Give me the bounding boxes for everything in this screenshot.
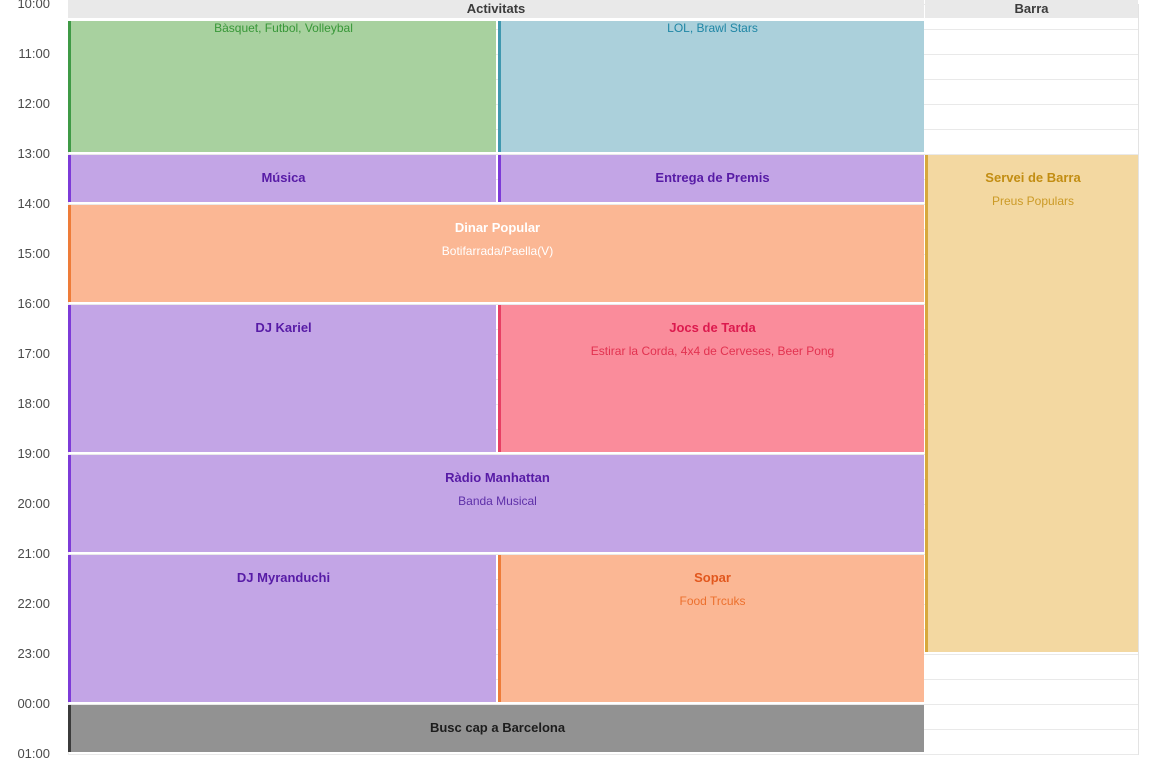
event-subtitle: Bàsquet, Futbol, Volleybal	[214, 21, 353, 35]
event-entrega-de-premis[interactable]: Entrega de Premis	[498, 155, 924, 202]
event-dj-myranduchi[interactable]: DJ Myranduchi	[68, 555, 496, 702]
time-label: 20:00	[17, 496, 50, 511]
event-jocs-de-tarda[interactable]: Jocs de Tarda Estirar la Corda, 4x4 de C…	[498, 305, 924, 452]
time-label: 15:00	[17, 246, 50, 261]
event-sopar[interactable]: Sopar Food Trcuks	[498, 555, 924, 702]
event-servei-de-barra[interactable]: Servei de Barra Preus Populars	[925, 155, 1138, 652]
event-title: Servei de Barra	[985, 170, 1081, 185]
event-musica[interactable]: Música	[68, 155, 496, 202]
time-label: 00:00	[17, 696, 50, 711]
time-label: 23:00	[17, 646, 50, 661]
event-subtitle: LOL, Brawl Stars	[667, 21, 758, 35]
event-radio-manhattan[interactable]: Ràdio Manhattan Banda Musical	[68, 455, 924, 552]
event-title: Música	[261, 170, 306, 185]
time-label: 19:00	[17, 446, 50, 461]
event-title: DJ Myranduchi	[236, 570, 331, 585]
time-label: 18:00	[17, 396, 50, 411]
event-subtitle: Preus Populars	[991, 194, 1075, 208]
event-title: DJ Kariel	[255, 320, 312, 335]
column-header-barra: Barra	[925, 0, 1138, 21]
time-label: 12:00	[17, 96, 50, 111]
time-label: 10:00	[17, 0, 50, 11]
event-title: Entrega de Premis	[655, 170, 770, 185]
event-title: Ràdio Manhattan	[445, 470, 550, 485]
event-sports[interactable]: Bàsquet, Futbol, Volleybal	[68, 5, 496, 152]
time-label: 16:00	[17, 296, 50, 311]
time-label: 21:00	[17, 546, 50, 561]
time-label: 17:00	[17, 346, 50, 361]
event-title: Jocs de Tarda	[669, 320, 756, 335]
column-header-activitats: Activitats	[68, 0, 924, 21]
event-videogames[interactable]: LOL, Brawl Stars	[498, 5, 924, 152]
event-busc-cap-a-barcelona[interactable]: Busc cap a Barcelona	[68, 705, 924, 752]
time-label: 11:00	[18, 46, 50, 61]
time-label: 22:00	[17, 596, 50, 611]
time-label: 14:00	[17, 196, 50, 211]
event-subtitle: Botifarrada/Paella(V)	[441, 244, 554, 258]
event-subtitle: Food Trcuks	[679, 594, 746, 608]
time-label: 13:00	[17, 146, 50, 161]
event-subtitle: Estirar la Corda, 4x4 de Cerveses, Beer …	[590, 344, 835, 358]
event-dinar-popular[interactable]: Dinar Popular Botifarrada/Paella(V)	[68, 205, 924, 302]
event-subtitle: Banda Musical	[458, 494, 537, 508]
event-dj-kariel[interactable]: DJ Kariel	[68, 305, 496, 452]
event-title: Busc cap a Barcelona	[429, 720, 566, 735]
time-label: 01:00	[17, 746, 50, 761]
event-title: Sopar	[694, 570, 731, 585]
event-title: Dinar Popular	[454, 220, 541, 235]
